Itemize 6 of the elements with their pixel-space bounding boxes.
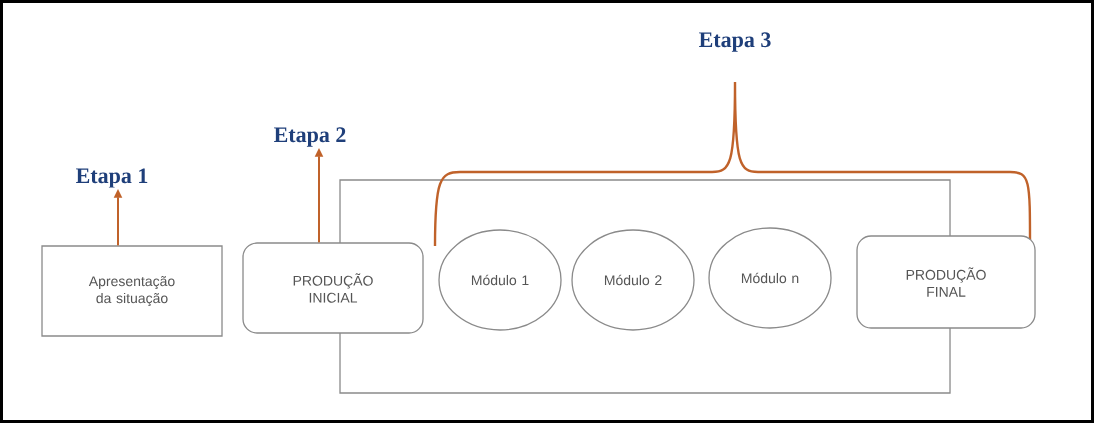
stage-label: Etapa 3: [699, 32, 771, 52]
rounded-box: PRODUÇÃO INICIAL: [242, 242, 424, 334]
process-box: Apresentação da situação: [41, 245, 223, 337]
stage-label: Etapa 2: [274, 127, 346, 147]
rounded-box: PRODUÇÃO FINAL: [856, 235, 1036, 329]
stage-label: Etapa 1: [76, 168, 148, 188]
